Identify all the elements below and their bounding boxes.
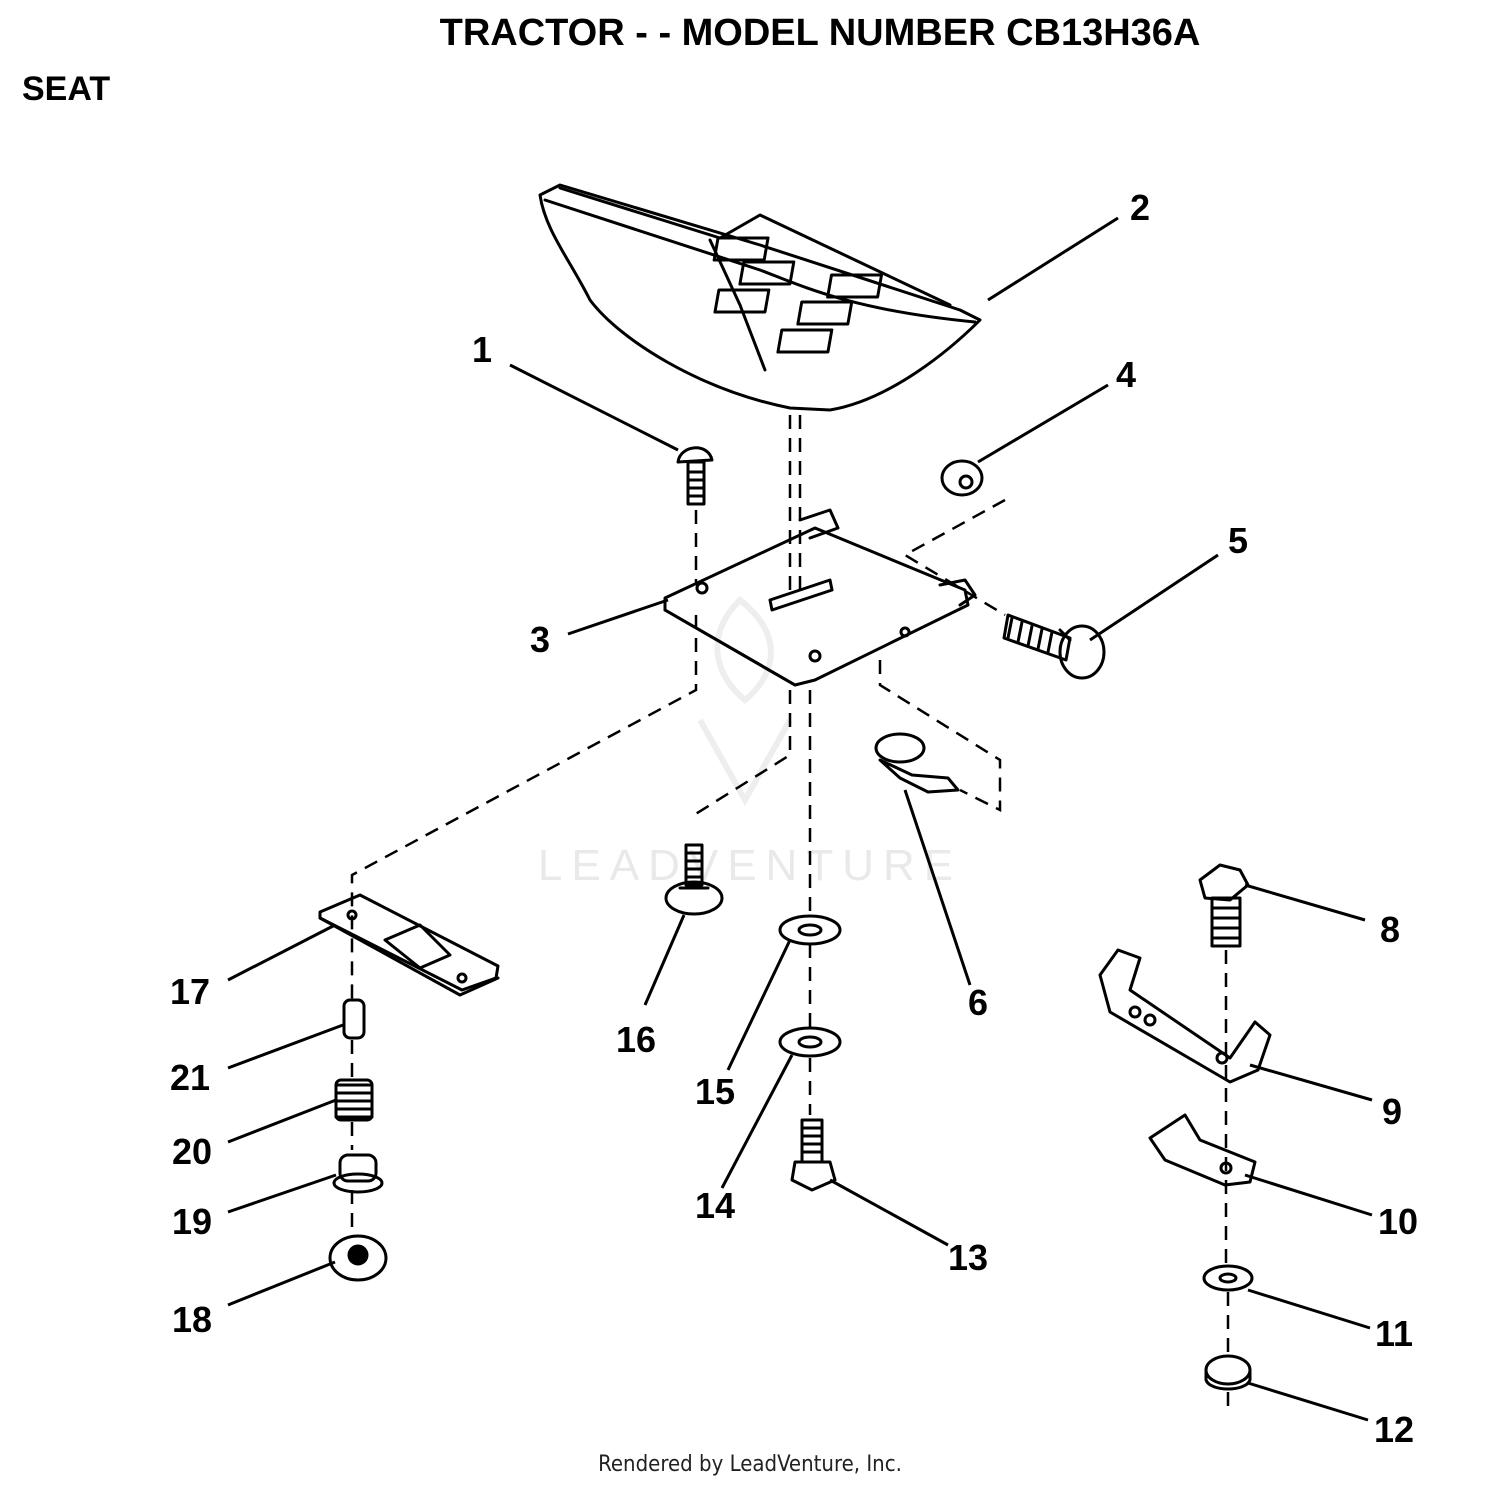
- carriage-bolt-part: [676, 446, 714, 506]
- washer-part: [1202, 1264, 1254, 1292]
- callout-17: 17: [170, 971, 210, 1012]
- bushing-part: [332, 1153, 384, 1194]
- seat-plate-part: [663, 508, 977, 687]
- callout-12: 12: [1374, 1409, 1414, 1450]
- callout-18: 18: [172, 1299, 212, 1340]
- callout-5: 5: [1228, 520, 1248, 561]
- callout-3: 3: [530, 619, 550, 660]
- hex-bolt-large-part: [1198, 863, 1250, 948]
- clip-part: [874, 732, 960, 794]
- callout-4: 4: [1116, 354, 1136, 395]
- watermark-text: LEADVENTURE: [538, 841, 962, 890]
- callout-9: 9: [1382, 1091, 1402, 1132]
- callout-1: 1: [472, 329, 492, 370]
- callout-21: 21: [170, 1057, 210, 1098]
- callout-19: 19: [172, 1201, 212, 1242]
- callout-15: 15: [695, 1071, 735, 1112]
- callout-8: 8: [1380, 909, 1400, 950]
- hex-bolt-small-part: [790, 1118, 837, 1192]
- callout-14: 14: [695, 1185, 735, 1226]
- watermark-logo: [697, 595, 793, 807]
- callout-13: 13: [948, 1237, 988, 1278]
- mounting-plate-part: [1148, 1113, 1257, 1187]
- nylon-lock-nut-part: [1204, 1354, 1252, 1391]
- callout-6: 6: [968, 982, 988, 1023]
- callout-10: 10: [1378, 1201, 1418, 1242]
- hex-bolt-part: [1002, 613, 1106, 680]
- assembly-lines: [350, 415, 1230, 1410]
- callout-2: 2: [1130, 187, 1150, 228]
- slide-bracket-part: [318, 893, 500, 997]
- callout-11: 11: [1375, 1313, 1413, 1354]
- lock-washer-part: [778, 1026, 842, 1058]
- footer-credit: Rendered by LeadVenture, Inc.: [598, 1452, 902, 1477]
- seat-part: [538, 183, 982, 412]
- callout-20: 20: [172, 1131, 212, 1172]
- leader-lines: [227, 216, 1373, 1422]
- pin-part: [342, 998, 366, 1040]
- nut-part: [940, 459, 984, 497]
- lock-nut-part: [328, 1234, 388, 1282]
- section-title: SEAT: [22, 70, 111, 108]
- callout-16: 16: [616, 1019, 656, 1060]
- spring-part: [334, 1078, 374, 1122]
- diagram-title: TRACTOR - - MODEL NUMBER CB13H36A: [439, 12, 1201, 54]
- seat-bracket-part: [1098, 948, 1272, 1084]
- shoulder-bolt-part: [664, 843, 724, 916]
